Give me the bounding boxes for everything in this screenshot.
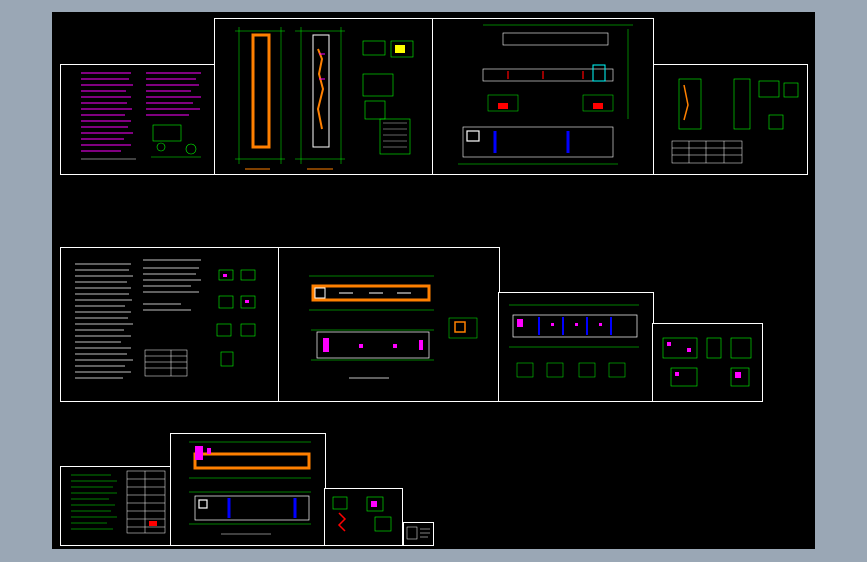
drawing-sheet-legend[interactable]: [403, 522, 434, 546]
drawing-sheet-notes-table[interactable]: [60, 466, 172, 546]
drawing-sheet-notes-details[interactable]: [60, 247, 280, 402]
drawing-sheet-plan-lower[interactable]: [170, 433, 326, 546]
sheet-9-graphics: [71, 470, 166, 534]
drawing-sheet-details-lower[interactable]: [324, 488, 403, 546]
sheet-11-graphics: [332, 496, 392, 532]
sheet-6-graphics: [309, 275, 478, 379]
drawing-sheet-elevation-plan[interactable]: [432, 18, 654, 175]
cad-model-space[interactable]: [52, 12, 815, 549]
drawing-sheet-details[interactable]: [652, 323, 763, 402]
sheet-1-graphics: [81, 72, 201, 160]
drawing-sheet-plan-sections[interactable]: [214, 18, 434, 175]
drawing-sheet-plan[interactable]: [278, 247, 500, 402]
drawing-sheet-plan-details[interactable]: [498, 292, 654, 402]
drawing-sheet-general-notes[interactable]: [60, 64, 216, 175]
sheet-7-graphics: [509, 304, 639, 378]
sheet-12-graphics: [406, 526, 430, 540]
sheet-2-graphics: [235, 27, 414, 170]
sheet-5-graphics: [75, 259, 256, 379]
sheet-3-graphics: [458, 24, 633, 165]
sheet-4-graphics: [671, 78, 799, 164]
drawing-sheet-details-table[interactable]: [653, 64, 808, 175]
sheet-10-graphics: [189, 441, 311, 535]
sheet-8-graphics: [662, 337, 752, 387]
